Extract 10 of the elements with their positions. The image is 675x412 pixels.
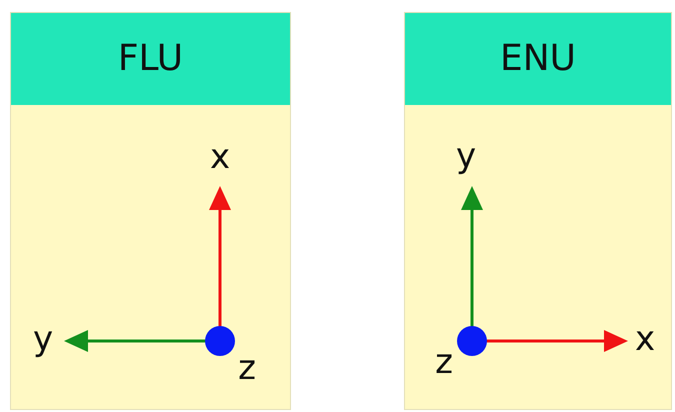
- axis-label: z: [238, 350, 256, 386]
- axis-label: z: [435, 344, 453, 380]
- frame-panel: [404, 12, 672, 410]
- frame-panel: [10, 12, 291, 410]
- axis-label: y: [32, 321, 54, 357]
- axis-label: x: [634, 321, 656, 357]
- axis-label: x: [210, 139, 230, 175]
- axis-label: y: [456, 138, 476, 174]
- frame-title: FLU: [116, 38, 184, 80]
- frame-title: ENU: [498, 38, 578, 80]
